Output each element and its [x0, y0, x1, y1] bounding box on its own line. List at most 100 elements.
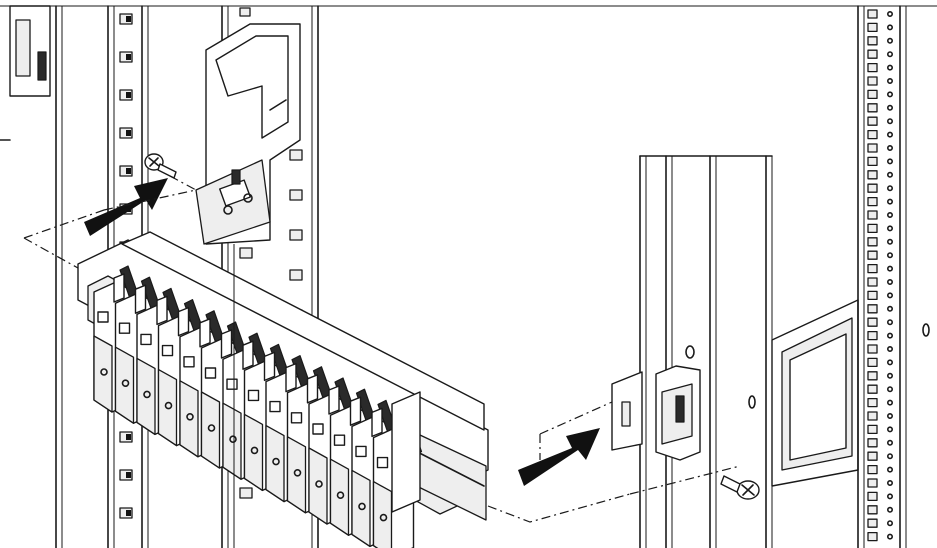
- mounting-bracket: [195, 23, 301, 245]
- breaker-terminal: [229, 435, 237, 444]
- breaker-label-window: [204, 367, 217, 379]
- right-rail-hole: [886, 104, 893, 111]
- left-rail-slot-shadow: [126, 54, 131, 60]
- right-rail-hole: [886, 118, 893, 125]
- breaker-row-end-block: [391, 391, 421, 513]
- breaker-toggle-base: [177, 306, 190, 337]
- screw-right-cross: [741, 484, 755, 496]
- right-rail-slot: [867, 505, 878, 515]
- right-rail-hole: [886, 158, 893, 165]
- center-rail-slot: [289, 189, 303, 201]
- right-side-panel: [771, 299, 859, 487]
- breaker-label-window: [333, 434, 346, 446]
- frame-hole-4: [922, 323, 930, 337]
- breaker-label-window: [355, 445, 367, 458]
- bracket-hole-1: [223, 205, 233, 215]
- right-rail-slot: [867, 250, 878, 260]
- right-rail-hole: [886, 305, 893, 312]
- breaker-toggle-base: [328, 385, 340, 415]
- breaker-label-window: [183, 356, 195, 368]
- breaker-terminal: [143, 390, 151, 399]
- breaker-toggle-base: [113, 273, 125, 303]
- right-rail-hole: [886, 292, 893, 299]
- left-side-panel: [0, 5, 63, 548]
- right-rail-slot: [867, 304, 878, 314]
- right-rail-hole: [886, 319, 893, 326]
- right-rail-hole: [886, 332, 893, 339]
- right-rail-hole: [886, 37, 893, 44]
- center-rail-slot: [289, 229, 303, 241]
- right-rail-hole: [886, 91, 893, 98]
- breaker-front: [200, 391, 221, 469]
- din-rail-top-lip: [121, 231, 485, 431]
- center-rail-slot: [239, 247, 253, 259]
- breaker-terminal: [186, 412, 194, 421]
- right-rail-slot: [867, 103, 878, 113]
- right-rail-slot: [867, 76, 878, 86]
- right-rail-slot: [867, 237, 878, 247]
- breaker-front: [286, 436, 307, 514]
- screw-right: [720, 475, 760, 500]
- bracket-tab: [231, 169, 241, 185]
- right-rail-slot: [867, 290, 878, 301]
- breaker-terminal: [250, 446, 259, 455]
- screw-left: [144, 153, 177, 179]
- right-rail-slot: [867, 317, 878, 327]
- breaker-label-window: [290, 412, 303, 424]
- right-rail-hole: [886, 278, 893, 285]
- right-rail-slot: [867, 531, 878, 542]
- bracket-hole-2: [243, 193, 253, 203]
- breaker-front: [93, 335, 113, 413]
- right-rail-hole: [886, 412, 893, 419]
- right-rail-hole: [886, 520, 893, 527]
- right-rail-slot: [867, 464, 878, 475]
- breaker-toggle-base: [156, 295, 168, 326]
- screw-left-cross: [148, 157, 160, 167]
- right-rail-hole: [886, 198, 893, 205]
- right-rail-slot: [867, 451, 878, 461]
- right-bracket-clip-tab: [675, 395, 685, 423]
- breaker-toggle-base: [371, 407, 383, 438]
- breaker-front: [265, 424, 285, 503]
- left-rail-slot-shadow: [126, 510, 131, 516]
- left-rail-slot-shadow: [126, 16, 131, 22]
- right-rail-hole: [886, 399, 893, 406]
- breaker-toggle-base: [134, 284, 147, 314]
- breaker-terminal: [336, 491, 345, 500]
- breaker-toggle-base: [242, 340, 254, 370]
- breaker-label-window: [226, 378, 238, 390]
- right-rail-slot: [867, 424, 878, 435]
- right-rail-slot: [867, 491, 878, 502]
- right-rail-slot: [867, 143, 878, 153]
- right-rail-slot: [867, 478, 878, 488]
- screw-left-shaft: [157, 163, 177, 179]
- right-rail-hole: [886, 11, 893, 18]
- right-rail-hole: [886, 64, 893, 71]
- breaker-label-window: [376, 456, 389, 469]
- center-rail-slot: [289, 149, 303, 161]
- top-left-bracket-tab: [37, 51, 47, 81]
- insert-arrow-left: [84, 178, 168, 236]
- breaker-front: [157, 368, 178, 447]
- breaker-toggle-base: [306, 374, 319, 404]
- bracket-handle: [215, 35, 289, 139]
- left-rail-slot-shadow: [126, 472, 131, 478]
- breaker-front: [308, 447, 328, 525]
- breaker-terminal: [358, 502, 366, 511]
- left-rail-slot-shadow: [126, 130, 131, 136]
- right-rail-slot: [867, 49, 878, 59]
- right-rail-slot: [867, 36, 878, 46]
- breaker-row: [93, 265, 423, 548]
- breaker-toggle-base: [199, 318, 211, 348]
- right-rail-hole: [886, 24, 893, 31]
- breaker-terminal: [100, 368, 108, 376]
- right-rail-hole: [886, 386, 893, 393]
- right-rail-slot: [867, 183, 878, 193]
- right-rail-slot: [867, 62, 878, 73]
- right-rail-hole: [886, 51, 893, 58]
- right-rail-hole: [886, 372, 893, 379]
- right-rail-slots: [867, 9, 893, 542]
- right-rail-hole: [886, 131, 893, 138]
- right-rail-hole: [886, 479, 893, 486]
